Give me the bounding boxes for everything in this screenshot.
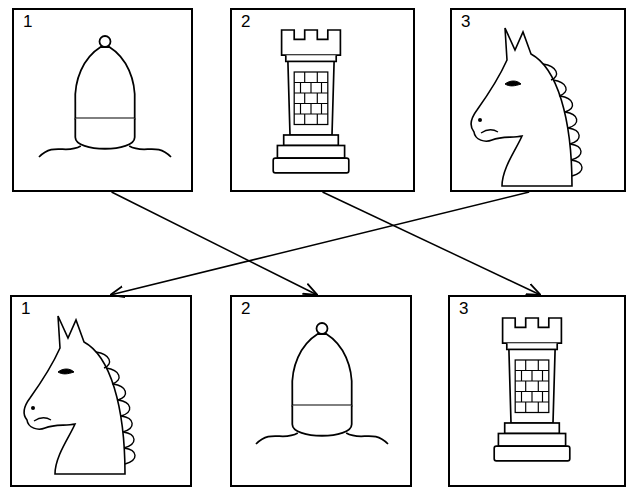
piece-box: 3 [448,295,626,487]
callout-number: 1 [21,300,30,319]
arrow-connector [112,192,318,295]
piece-box: 1 [10,295,192,487]
callout-number: 2 [241,13,250,32]
bishop-figure [39,36,171,157]
bishop-figure [256,323,388,444]
arrow-connector [323,192,541,295]
callout-number: 1 [23,13,32,32]
knight-figure [471,28,582,186]
piece-box: 3 [450,8,626,192]
rook-figure [494,318,570,461]
piece-box: 2 [230,295,412,487]
knight-figure [24,316,135,474]
callout-number: 3 [459,300,468,319]
piece-box: 1 [12,8,193,192]
piece-box: 2 [230,8,415,192]
rook-figure [273,30,349,173]
callout-number: 2 [241,300,250,319]
arrow-connector [110,192,529,295]
callout-number: 3 [461,13,470,32]
